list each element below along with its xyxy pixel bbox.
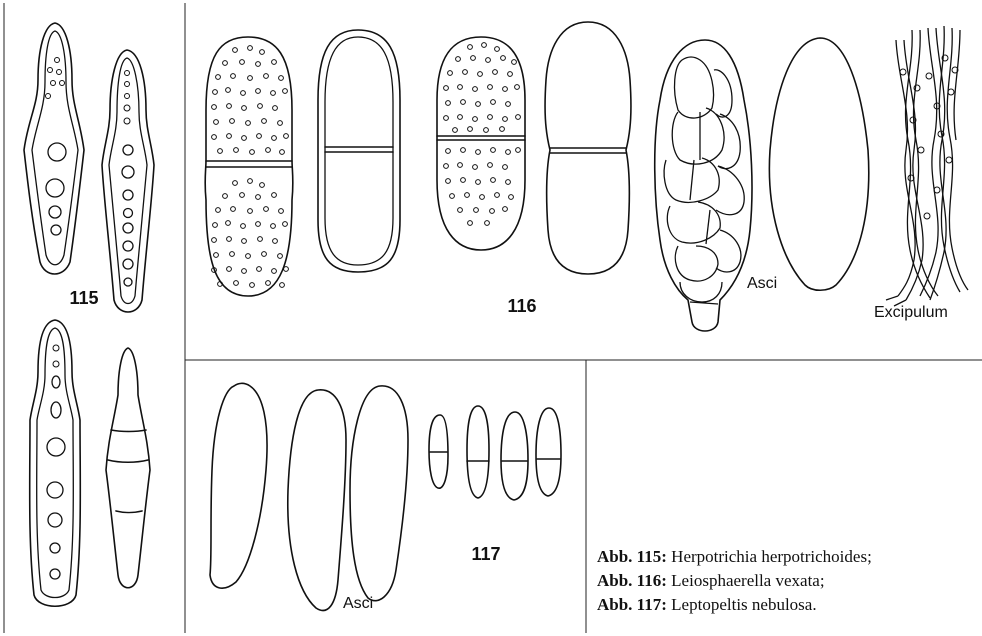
caption-text: Leiosphaerella vexata; xyxy=(667,571,825,590)
figure-116-spore-dotted-2 xyxy=(437,37,525,250)
figure-115-spore-upper-left xyxy=(24,23,84,274)
figure-116-spore-dotted-1 xyxy=(205,37,293,296)
caption-text: Herpotrichia herpotrichoides; xyxy=(667,547,872,566)
figure-117-ascus-3 xyxy=(350,386,408,601)
figure-117-spore-3 xyxy=(501,412,528,500)
caption-block: Abb. 115: Herpotrichia herpotrichoides; … xyxy=(597,547,872,614)
figure-116-ascus xyxy=(655,40,752,331)
figure-115-spore-upper-right xyxy=(102,50,154,312)
caption-label: Abb. 115: xyxy=(597,547,667,566)
figure-117-asci-label: Asci xyxy=(343,595,373,612)
caption-line-116: Abb. 116: Leiosphaerella vexata; xyxy=(597,571,825,590)
figure-116-asci-label: Asci xyxy=(747,275,777,292)
figure-117-ascus-1 xyxy=(210,383,267,588)
figure-116-excipulum-label: Excipulum xyxy=(874,304,948,321)
caption-label: Abb. 116: xyxy=(597,571,667,590)
figure-117-spore-1 xyxy=(429,415,448,488)
figure-116-spore-smooth-1 xyxy=(318,30,400,272)
panel-frames xyxy=(4,3,982,633)
figure-115-spore-lower-right xyxy=(106,348,150,588)
figure-117-ascus-2 xyxy=(288,390,346,611)
caption-line-115: Abb. 115: Herpotrichia herpotrichoides; xyxy=(597,547,872,566)
caption-line-117: Abb. 117: Leptopeltis nebulosa. xyxy=(597,595,817,614)
caption-text: Leptopeltis nebulosa. xyxy=(667,595,817,614)
figure-117-spore-4 xyxy=(536,408,561,496)
figure-116-spore-smooth-2 xyxy=(545,22,631,274)
figure-116-spore-large-ellipse xyxy=(769,38,868,290)
figure-116-excipulum-hyphae xyxy=(886,26,968,306)
figure-115-spore-lower-left xyxy=(30,320,81,606)
figure-115-number: 115 xyxy=(69,288,98,308)
figure-117-spore-2 xyxy=(467,406,489,498)
caption-label: Abb. 117: xyxy=(597,595,667,614)
figure-117-number: 117 xyxy=(471,544,500,564)
figure-116-number: 116 xyxy=(507,296,536,316)
